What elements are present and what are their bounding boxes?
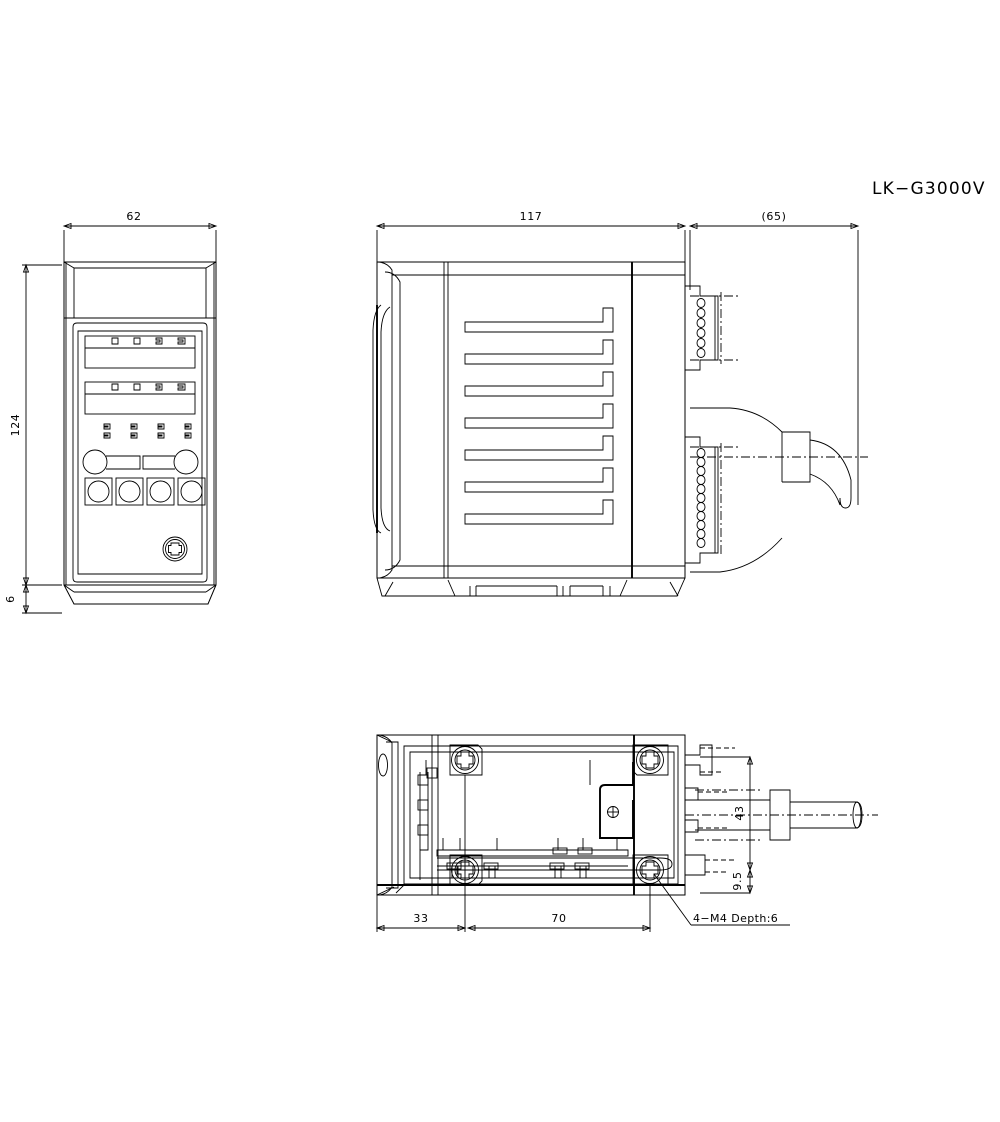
rotary-knob-right[interactable] bbox=[142, 449, 199, 475]
dimension-117: 117 bbox=[375, 210, 687, 290]
bottom-view: 33 70 43 bbox=[375, 734, 878, 932]
dimension-62: 62 bbox=[62, 210, 218, 262]
page-title: LK−G3000V bbox=[872, 179, 986, 199]
dimension-124: 124 bbox=[9, 263, 62, 587]
status-indicator-grid bbox=[103, 423, 192, 439]
dimension-70: 70 bbox=[466, 885, 652, 932]
dimension-70-label: 70 bbox=[551, 912, 566, 925]
phillips-screw-icon bbox=[162, 536, 188, 562]
dimension-65: (65) bbox=[688, 210, 860, 505]
internal-clips bbox=[436, 838, 673, 878]
lower-connector bbox=[685, 436, 740, 564]
status-indicator-row-1 bbox=[103, 423, 192, 430]
dimension-6-label: 6 bbox=[4, 595, 17, 603]
power-cable bbox=[690, 407, 868, 573]
dimension-33-label: 33 bbox=[413, 912, 428, 925]
display-lower bbox=[84, 381, 196, 415]
display-upper-indicators bbox=[111, 337, 186, 345]
side-feet bbox=[376, 577, 686, 597]
dimension-65-label: (65) bbox=[762, 210, 787, 223]
front-panel-frame bbox=[72, 322, 208, 583]
dimension-124-label: 124 bbox=[9, 414, 22, 437]
front-view: 62 124 6 bbox=[4, 210, 218, 615]
status-indicator-row-2 bbox=[103, 432, 192, 439]
dimension-43: 43 bbox=[700, 755, 754, 872]
bottom-rails bbox=[417, 734, 635, 896]
dimension-6: 6 bbox=[4, 583, 62, 615]
push-button-1[interactable] bbox=[84, 477, 113, 506]
display-lower-indicators bbox=[111, 383, 186, 391]
bottom-connectors bbox=[685, 744, 735, 876]
internal-bracket bbox=[589, 760, 634, 839]
mounting-hole-top-left bbox=[449, 744, 483, 776]
upper-connector-pins bbox=[696, 298, 706, 358]
dimension-62-label: 62 bbox=[126, 210, 141, 223]
rotary-knob-left[interactable] bbox=[82, 449, 141, 475]
push-button-3[interactable] bbox=[146, 477, 175, 506]
side-body-outline bbox=[372, 262, 685, 578]
dimension-43-label: 43 bbox=[733, 805, 746, 820]
push-button-2[interactable] bbox=[115, 477, 144, 506]
front-body-outline bbox=[64, 262, 216, 604]
lower-connector-pins bbox=[696, 448, 706, 548]
mounting-hole-callout-label: 4−M4 Depth:6 bbox=[693, 912, 778, 925]
push-button-4[interactable] bbox=[177, 477, 206, 506]
mounting-hole-callout: 4−M4 Depth:6 bbox=[653, 873, 790, 926]
dimension-9-5: 9.5 bbox=[700, 868, 754, 895]
dimension-117-label: 117 bbox=[520, 210, 543, 223]
bottom-cable bbox=[685, 789, 878, 841]
mounting-hole-top-right bbox=[632, 744, 669, 776]
bottom-body-outline bbox=[377, 735, 685, 895]
upper-connector bbox=[685, 285, 738, 371]
dimension-9-5-label: 9.5 bbox=[731, 871, 744, 890]
display-upper bbox=[84, 335, 196, 369]
dimension-33: 33 bbox=[375, 775, 467, 932]
side-view: 117 (65) bbox=[372, 210, 868, 597]
vent-slots bbox=[464, 307, 614, 525]
